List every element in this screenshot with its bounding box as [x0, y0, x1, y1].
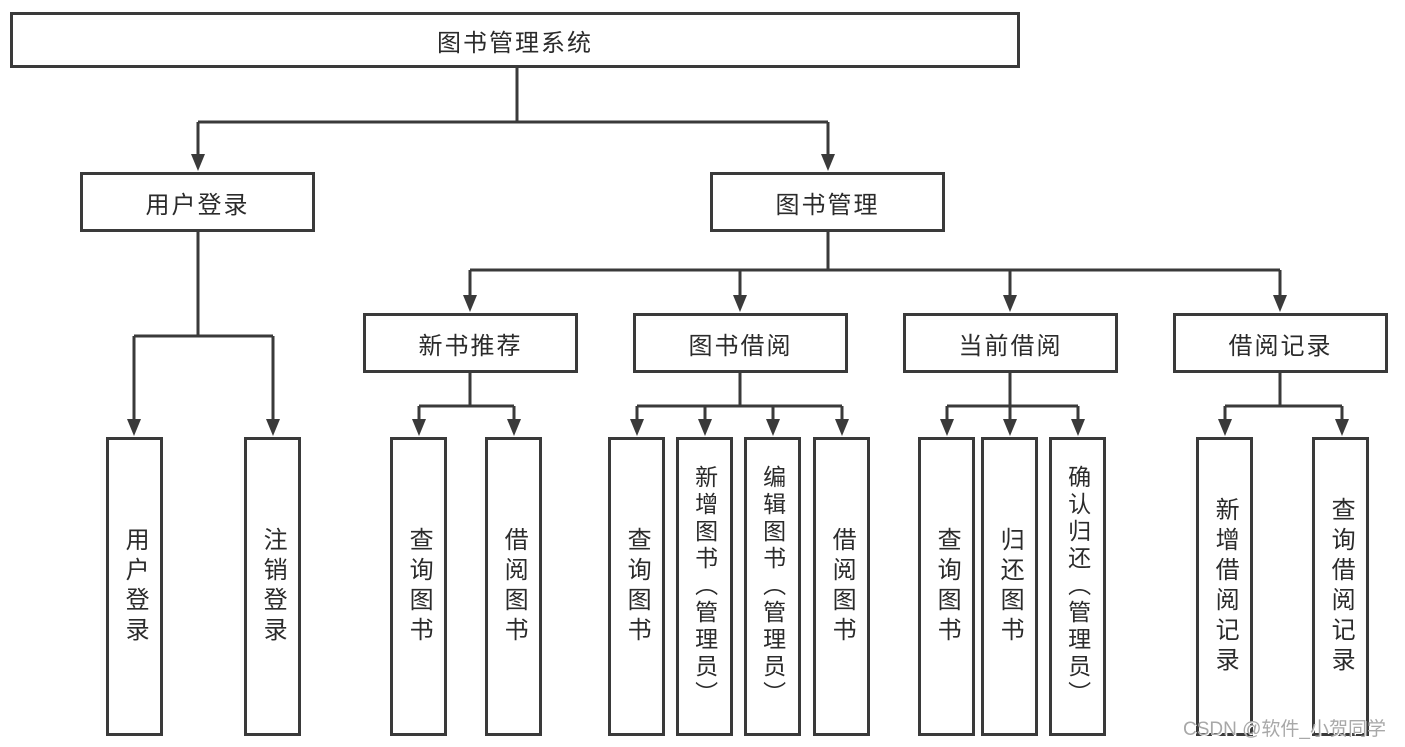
node-user-login-module: 用户登录 [80, 172, 315, 232]
node-label: 新增借阅记录 [1211, 496, 1239, 677]
node-label: 确认归还（管理员） [1064, 465, 1091, 708]
node-label: 图书管理 [775, 191, 880, 219]
leaf-add-borrow-record: 新增借阅记录 [1196, 437, 1253, 736]
node-label: 注销登录 [259, 526, 287, 647]
node-label: 用户登录 [145, 191, 250, 219]
leaf-add-book-admin: 新增图书（管理员） [676, 437, 733, 736]
csdn-watermark: CSDN @软件_小贺同学 [1183, 719, 1386, 740]
node-borrow-records: 借阅记录 [1173, 313, 1388, 373]
leaf-query-books-current: 查询图书 [918, 437, 975, 736]
leaf-edit-book-admin: 编辑图书（管理员） [744, 437, 801, 736]
leaf-user-login: 用户登录 [106, 437, 163, 736]
node-label: 借阅图书 [828, 526, 856, 647]
node-label: 新增图书（管理员） [691, 465, 718, 708]
node-label: 用户登录 [121, 526, 149, 647]
node-label: 图书借阅 [688, 332, 793, 360]
node-label: 图书管理系统 [437, 29, 593, 57]
node-label: 查询图书 [623, 526, 651, 647]
node-label: 查询借阅记录 [1327, 496, 1355, 677]
node-label: 查询图书 [405, 526, 433, 647]
leaf-borrow-book: 借阅图书 [813, 437, 870, 736]
node-label: 编辑图书（管理员） [759, 465, 786, 708]
node-label: 当前借阅 [958, 332, 1063, 360]
leaf-query-borrow-record: 查询借阅记录 [1312, 437, 1369, 736]
node-label: 新书推荐 [418, 332, 523, 360]
leaf-query-books-borrow: 查询图书 [608, 437, 665, 736]
leaf-return-book: 归还图书 [981, 437, 1038, 736]
node-label: 归还图书 [996, 526, 1024, 647]
node-label: 借阅记录 [1228, 332, 1333, 360]
node-library-system: 图书管理系统 [10, 12, 1020, 68]
leaf-borrow-books-recommend: 借阅图书 [485, 437, 542, 736]
node-book-borrow: 图书借阅 [633, 313, 848, 373]
leaf-confirm-return-admin: 确认归还（管理员） [1049, 437, 1106, 736]
leaf-logout: 注销登录 [244, 437, 301, 736]
node-label: 查询图书 [933, 526, 961, 647]
node-new-book-recommend: 新书推荐 [363, 313, 578, 373]
node-book-management: 图书管理 [710, 172, 945, 232]
node-label: 借阅图书 [500, 526, 528, 647]
leaf-query-books-recommend: 查询图书 [390, 437, 447, 736]
node-current-borrow: 当前借阅 [903, 313, 1118, 373]
